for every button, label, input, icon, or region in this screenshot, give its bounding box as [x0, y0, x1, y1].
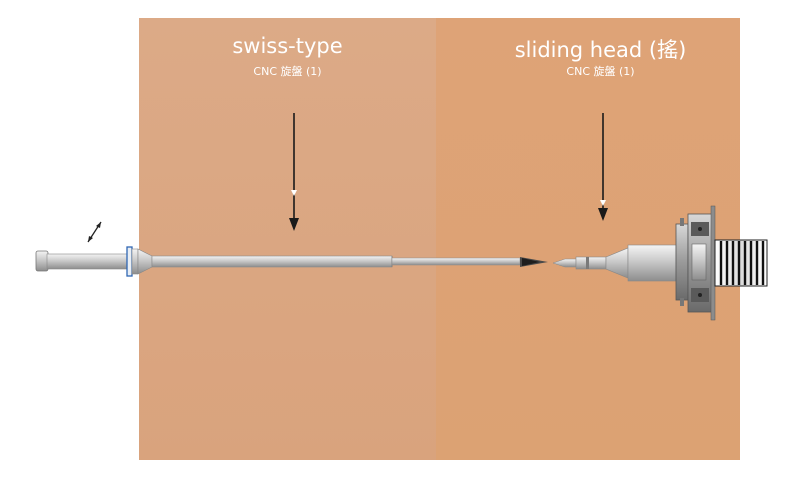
- down-arrow-icon: [598, 113, 608, 221]
- sliding-head-subtitle: CNC 旋盤 (1): [566, 65, 635, 78]
- swiss-type-title: swiss-type: [232, 34, 343, 58]
- bar-stock: [35, 246, 521, 277]
- swiss-type-panel: [139, 18, 436, 460]
- down-arrow-icon: [289, 113, 299, 231]
- feed-arrow-icon: [520, 257, 548, 267]
- swiss-type-subtitle: CNC 旋盤 (1): [253, 65, 322, 78]
- sliding-head-title: sliding head (搖): [514, 38, 687, 62]
- sliding-head-spindle: [552, 205, 768, 321]
- double-headed-arrow-icon: [87, 221, 102, 243]
